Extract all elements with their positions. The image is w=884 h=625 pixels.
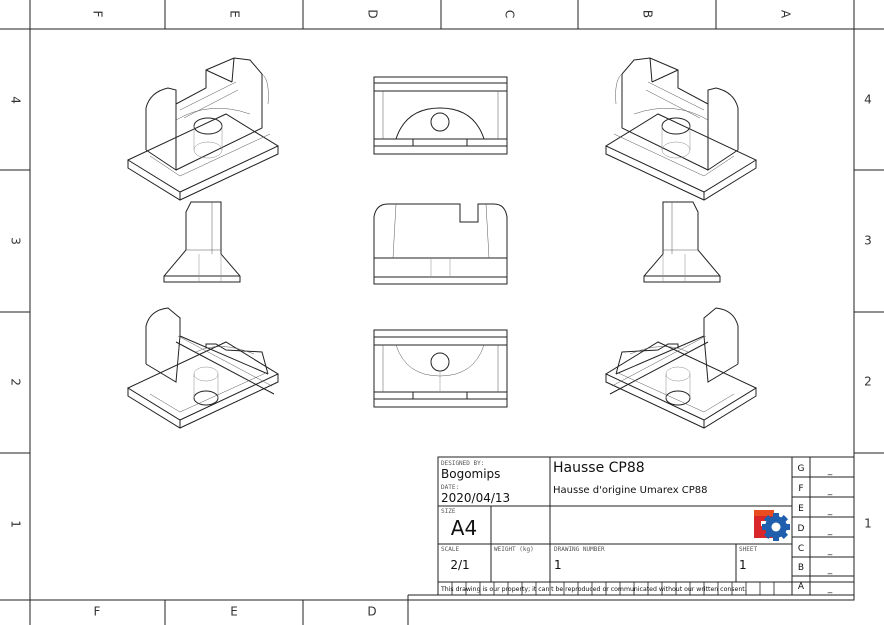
zone-top-d: D [366, 9, 380, 18]
drawing-title: Hausse CP88 [553, 460, 645, 476]
bottom-view-middle [373, 329, 508, 408]
revision-value-c: _ [827, 546, 833, 556]
zone-bottom-f: F [94, 605, 101, 619]
revision-letter-b: B [798, 563, 804, 573]
size-value: A4 [451, 516, 477, 540]
zone-top-b: B [641, 10, 655, 18]
drawing-frame [29, 28, 855, 601]
zone-top-e: E [228, 10, 242, 18]
zone-top-c: C [503, 10, 517, 18]
scale-label: SCALE [441, 546, 459, 553]
revision-value-f: _ [827, 486, 833, 496]
sheet-label: SHEET [739, 546, 757, 553]
designed-by-label: DESIGNED BY: [441, 460, 484, 467]
disclaimer-text: This drawing is our property; it can't b… [440, 586, 747, 593]
revision-value-b: _ [827, 565, 833, 575]
revision-letter-g: G [798, 464, 805, 474]
zone-right-1: 1 [864, 517, 872, 531]
revision-value-g: _ [827, 466, 833, 476]
revision-value-d: _ [827, 526, 833, 536]
top-zone-ticks [29, 0, 855, 29]
iso-view-top-left [126, 57, 280, 201]
zone-top-a: A [779, 10, 793, 19]
revision-letter-e: E [798, 504, 804, 514]
revision-letter-f: F [798, 484, 803, 494]
revision-letter-d: D [798, 524, 805, 534]
zone-left-1: 1 [9, 520, 23, 528]
size-label: SIZE [441, 508, 456, 515]
zone-right-2: 2 [864, 375, 872, 389]
date-value: 2020/04/13 [441, 491, 510, 505]
zone-bottom-e: E [230, 605, 238, 619]
revision-letter-c: C [798, 544, 804, 554]
weight-label: WEIGHT (kg) [494, 546, 534, 553]
title-block: DESIGNED BY: Bogomips DATE: 2020/04/13 S… [437, 456, 855, 596]
iso-view-bottom-left [126, 307, 280, 429]
drawing-subtitle: Hausse d'origine Umarex CP88 [553, 485, 708, 496]
revision-value-a: _ [827, 584, 833, 594]
zone-left-3: 3 [9, 237, 23, 245]
date-label: DATE: [441, 484, 459, 491]
iso-view-bottom-right [604, 307, 758, 429]
sheet-value: 1 [739, 558, 747, 572]
zone-right-4: 4 [864, 93, 872, 107]
designed-by-value: Bogomips [441, 467, 500, 481]
bottom-zone-ticks [29, 594, 440, 625]
zone-top-f: F [91, 11, 105, 18]
iso-view-top-right [604, 57, 758, 201]
side-view-right [643, 201, 721, 283]
front-view-top-middle [373, 76, 508, 155]
revision-value-e: _ [827, 506, 833, 516]
zone-bottom-d: D [367, 605, 376, 619]
side-view-left [163, 201, 241, 283]
zone-right-3: 3 [864, 234, 872, 248]
zone-left-2: 2 [9, 378, 23, 386]
drawing-number-label: DRAWING NUMBER [554, 546, 605, 553]
zone-left-4: 4 [9, 96, 23, 104]
revision-letter-a: A [798, 582, 805, 592]
side-zone-ticks [0, 169, 884, 454]
drawing-number-value: 1 [554, 558, 562, 572]
scale-value: 2/1 [450, 558, 469, 572]
top-view-middle [373, 203, 508, 285]
freecad-logo-icon [754, 510, 790, 541]
